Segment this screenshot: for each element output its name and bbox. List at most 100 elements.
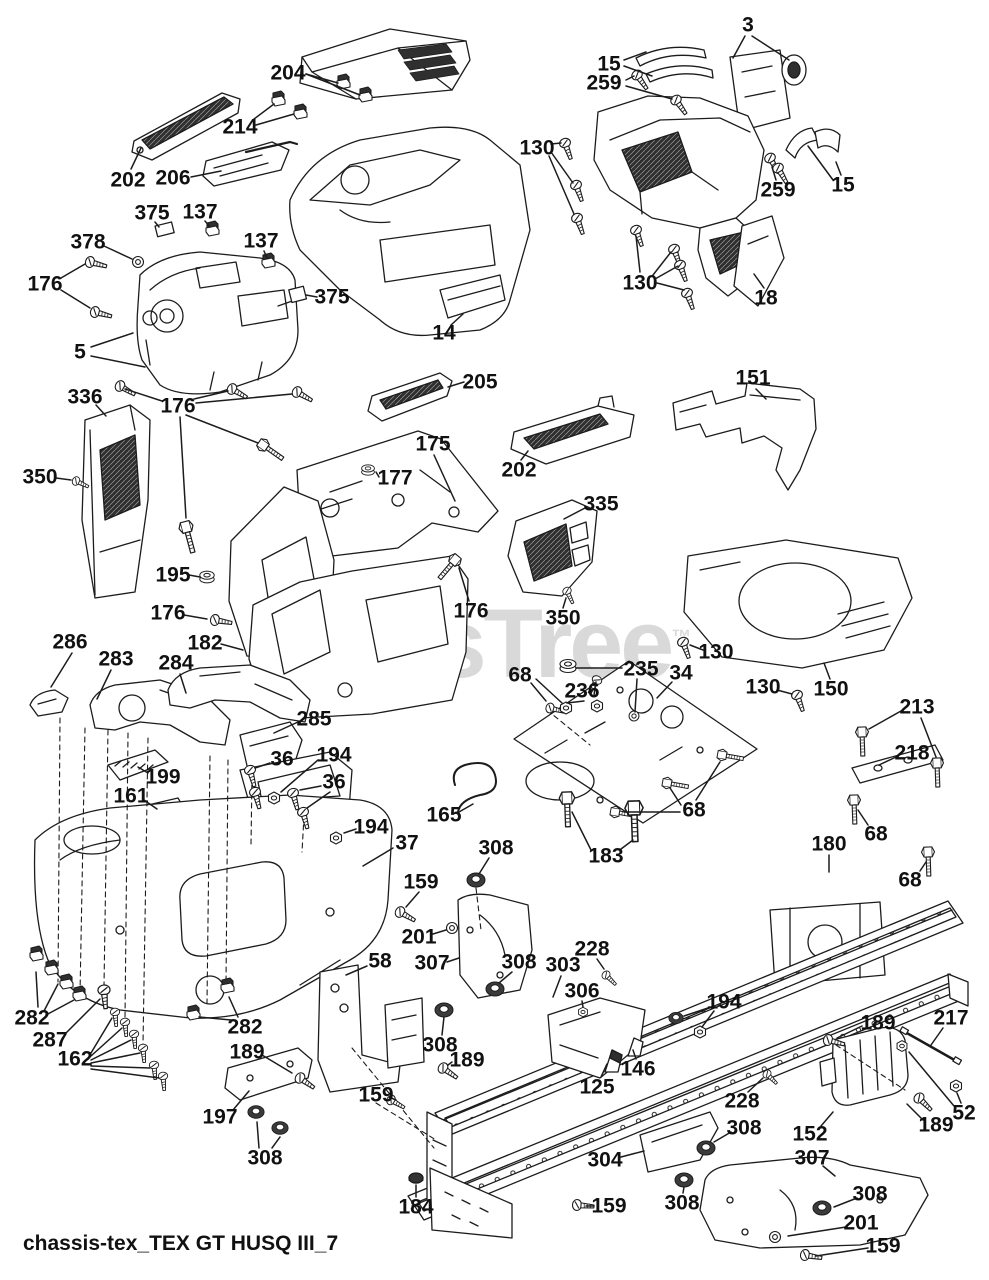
callout-159: 159 (358, 1083, 394, 1107)
part-cap-286 (29, 689, 69, 717)
callout-125: 125 (579, 1075, 615, 1099)
callout-259: 259 (586, 71, 622, 95)
part-seat-bracket-152 (819, 1026, 909, 1106)
part-bar-218 (851, 744, 944, 784)
callout-282: 282 (14, 1006, 50, 1030)
callout-285: 285 (296, 707, 332, 731)
assembly-guide-lines (57, 709, 906, 1149)
callout-236: 236 (564, 679, 600, 703)
callout-195: 195 (155, 563, 191, 587)
callout-68: 68 (864, 822, 888, 846)
callout-213: 213 (899, 695, 935, 719)
callout-184: 184 (398, 1195, 434, 1219)
callout-204: 204 (270, 61, 306, 85)
part-side-panel-18 (733, 215, 785, 307)
callout-206: 206 (155, 166, 191, 190)
callout-350: 350 (22, 465, 58, 489)
callout-159: 159 (591, 1194, 627, 1218)
callout-259: 259 (760, 178, 796, 202)
callout-15: 15 (831, 173, 855, 197)
callout-308: 308 (852, 1182, 888, 1206)
callout-68: 68 (508, 663, 532, 687)
callout-68: 68 (898, 868, 922, 892)
callout-183: 183 (588, 844, 624, 868)
part-grille-strip-202 (131, 92, 241, 161)
part-clip-125 (604, 1049, 623, 1073)
part-plate-307-top (457, 893, 533, 999)
callout-202: 202 (110, 168, 146, 192)
callout-130: 130 (745, 675, 781, 699)
part-bracket-58 (317, 964, 425, 1093)
part-panel-3 (729, 49, 807, 132)
part-vent-205 (367, 372, 453, 422)
part-plate-199 (107, 749, 169, 781)
callout-177: 177 (377, 466, 413, 490)
callout-304: 304 (587, 1148, 623, 1172)
callout-335: 335 (583, 492, 619, 516)
callout-176: 176 (150, 601, 186, 625)
callout-199: 199 (145, 765, 181, 789)
callout-189: 189 (229, 1040, 265, 1064)
drawing-title: chassis-tex_TEX GT HUSQ III_7 (23, 1232, 339, 1255)
part-rod-217 (899, 1026, 963, 1066)
callout-14: 14 (432, 321, 456, 345)
callout-194: 194 (706, 990, 742, 1014)
part-grille-202-right (510, 395, 635, 465)
callout-189: 189 (860, 1011, 896, 1035)
callout-375: 375 (134, 201, 170, 225)
callout-350: 350 (545, 606, 581, 630)
part-shroud-assembly (593, 95, 765, 297)
callout-228: 228 (724, 1089, 760, 1113)
part-clip-146 (627, 1037, 644, 1057)
callout-34: 34 (669, 661, 693, 685)
callout-201: 201 (843, 1211, 879, 1235)
callout-130: 130 (698, 640, 734, 664)
callout-308: 308 (422, 1033, 458, 1057)
callout-214: 214 (222, 115, 258, 139)
callout-197: 197 (202, 1105, 238, 1129)
callout-205: 205 (462, 370, 498, 394)
callout-194: 194 (316, 743, 352, 767)
callout-307: 307 (414, 951, 450, 975)
callout-36: 36 (322, 770, 346, 794)
callout-176: 176 (27, 272, 63, 296)
callout-336: 336 (67, 385, 103, 409)
callout-58: 58 (368, 949, 392, 973)
callout-leader-lines (35, 35, 962, 1257)
callout-159: 159 (865, 1234, 901, 1258)
callout-176: 176 (160, 394, 196, 418)
callout-159: 159 (403, 870, 439, 894)
callout-162: 162 (57, 1047, 93, 1071)
part-plug-184 (408, 1172, 424, 1184)
callout-308: 308 (478, 836, 514, 860)
callout-283: 283 (98, 647, 134, 671)
part-straps-15 (635, 46, 714, 83)
callout-201: 201 (401, 925, 437, 949)
part-pads-375 (154, 221, 308, 304)
part-dash-panel-182b (248, 555, 469, 719)
callout-194: 194 (353, 815, 389, 839)
callout-284: 284 (158, 651, 194, 675)
part-hood-14 (289, 126, 531, 337)
callout-130: 130 (519, 136, 555, 160)
callout-146: 146 (620, 1057, 656, 1081)
callout-202: 202 (501, 458, 537, 482)
callout-307: 307 (794, 1146, 830, 1170)
callout-282: 282 (227, 1015, 263, 1039)
part-wire-165 (452, 762, 497, 813)
callout-68: 68 (682, 798, 706, 822)
callout-308: 308 (247, 1146, 283, 1170)
part-frame-front-plates (426, 1111, 513, 1239)
callout-306: 306 (564, 979, 600, 1003)
part-plate-307-bottom (699, 1156, 929, 1249)
callout-15: 15 (597, 52, 621, 76)
callout-189: 189 (918, 1113, 954, 1137)
part-bracket-197 (224, 1047, 313, 1101)
callout-37: 37 (395, 831, 419, 855)
callout-228: 228 (574, 937, 610, 961)
part-frame-rail-upper-180 (434, 900, 964, 1136)
part-belt-guard-150 (683, 539, 913, 669)
